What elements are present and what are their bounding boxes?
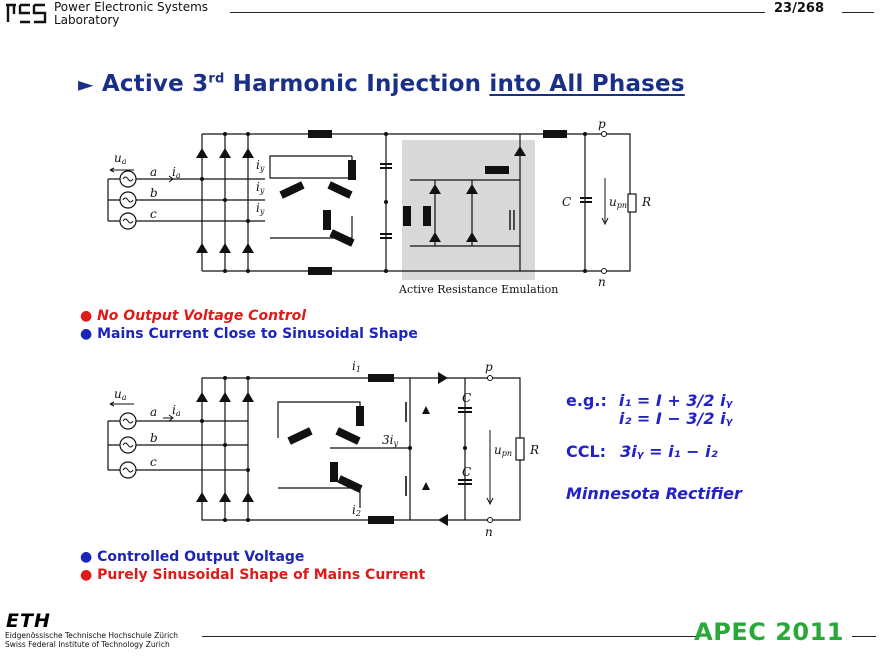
bullet-mains-current-close: ● Mains Current Close to Sinusoidal Shap… bbox=[80, 326, 418, 342]
label-upn: upn bbox=[609, 195, 627, 210]
label-iy-2: iy bbox=[256, 180, 265, 195]
eth-subtitle: Eidgenössische Technische Hochschule Zür… bbox=[5, 631, 178, 649]
footer-rule bbox=[202, 636, 700, 637]
bullet-purely-sinusoidal: ● Purely Sinusoidal Shape of Mains Curre… bbox=[80, 567, 426, 583]
lab-name: Power Electronic Systems Laboratory bbox=[54, 1, 208, 27]
label-p: p bbox=[598, 118, 606, 131]
title-underlined: into All Phases bbox=[489, 71, 685, 97]
bullets-bottom: ● Controlled Output Voltage ● Purely Sin… bbox=[80, 548, 425, 584]
circuit-diagram-minnesota: ua a ia b c i1 i2 3iy p n C C upn R bbox=[107, 359, 539, 538]
label-R: R bbox=[641, 195, 651, 209]
label-a: a bbox=[150, 165, 157, 179]
label2-ia: ia bbox=[172, 403, 181, 418]
bullet-text-3: Controlled Output Voltage bbox=[97, 549, 305, 565]
label-iy-3: iy bbox=[256, 201, 265, 216]
lab-name-line2: Laboratory bbox=[54, 13, 120, 27]
label-ua: ua bbox=[114, 151, 127, 166]
eth-line2: Swiss Federal Institute of Technology Zu… bbox=[5, 640, 170, 649]
footer-rule-right bbox=[852, 636, 876, 637]
bullet-text-1: No Output Voltage Control bbox=[97, 308, 307, 324]
label-b: b bbox=[150, 186, 158, 200]
bullet-controlled-output-voltage: ● Controlled Output Voltage bbox=[80, 549, 305, 565]
label2-c: c bbox=[150, 455, 157, 469]
label-c: c bbox=[150, 207, 157, 221]
circuit1-caption: Active Resistance Emulation bbox=[399, 283, 559, 296]
title-prefix: Active 3 bbox=[101, 71, 209, 97]
bullet-text-2: Mains Current Close to Sinusoidal Shape bbox=[97, 326, 418, 342]
label2-a: a bbox=[150, 405, 157, 419]
label2-n: n bbox=[485, 525, 493, 538]
equations-block: e.g.: i₁ = I + 3/2 iᵧ i₂ = I − 3/2 iᵧ CC… bbox=[566, 392, 742, 503]
label2-p: p bbox=[485, 360, 493, 374]
label2-ua: ua bbox=[114, 387, 127, 402]
apec-logo: APEC 2011 bbox=[694, 618, 844, 646]
pes-logo bbox=[6, 3, 47, 24]
eth-logo: ETH bbox=[6, 610, 51, 632]
active-resistance-emulation-box bbox=[402, 140, 535, 280]
label-iy-1: iy bbox=[256, 158, 265, 173]
title-arrow-icon: ► bbox=[78, 72, 94, 96]
label-i1: i1 bbox=[352, 359, 361, 374]
eg-label: e.g.: bbox=[566, 391, 607, 410]
label2-C-top: C bbox=[462, 391, 471, 405]
label2-C-bot: C bbox=[462, 465, 471, 479]
title-sup: rd bbox=[208, 71, 225, 87]
label-C: C bbox=[562, 195, 571, 209]
equation-2: i₂ = I − 3/2 iᵧ bbox=[618, 409, 733, 428]
label-i2: i2 bbox=[352, 503, 361, 518]
label-ia: ia bbox=[172, 165, 181, 180]
ccl-equation: 3iᵧ = i₁ − i₂ bbox=[620, 442, 718, 461]
label-n: n bbox=[598, 275, 606, 289]
eth-line1: Eidgenössische Technische Hochschule Zür… bbox=[5, 631, 179, 640]
equation-1: i₁ = I + 3/2 iᵧ bbox=[618, 391, 733, 410]
circuit-diagram-active-injection: ua a ia b c iy iy iy p n C upn R bbox=[107, 118, 651, 289]
label2-upn: upn bbox=[494, 443, 512, 458]
label-3iy: 3iy bbox=[382, 433, 398, 448]
slide-title: ► Active 3rd Harmonic Injection into All… bbox=[78, 71, 685, 97]
bullets-top: ● No Output Voltage Control ● Mains Curr… bbox=[80, 307, 418, 343]
bullet-no-output-voltage-control: ● No Output Voltage Control bbox=[80, 308, 307, 324]
label2-R: R bbox=[529, 443, 539, 457]
header-rule bbox=[230, 12, 765, 13]
lab-name-line1: Power Electronic Systems bbox=[54, 0, 209, 14]
title-mid: Harmonic Injection bbox=[232, 71, 482, 97]
header-rule-right bbox=[842, 12, 874, 13]
ccl-label: CCL: bbox=[566, 442, 607, 461]
label2-b: b bbox=[150, 431, 158, 445]
bullet-text-4: Purely Sinusoidal Shape of Mains Current bbox=[97, 567, 426, 583]
page-number: 23/268 bbox=[774, 1, 824, 16]
minnesota-rectifier-label: Minnesota Rectifier bbox=[566, 484, 742, 503]
